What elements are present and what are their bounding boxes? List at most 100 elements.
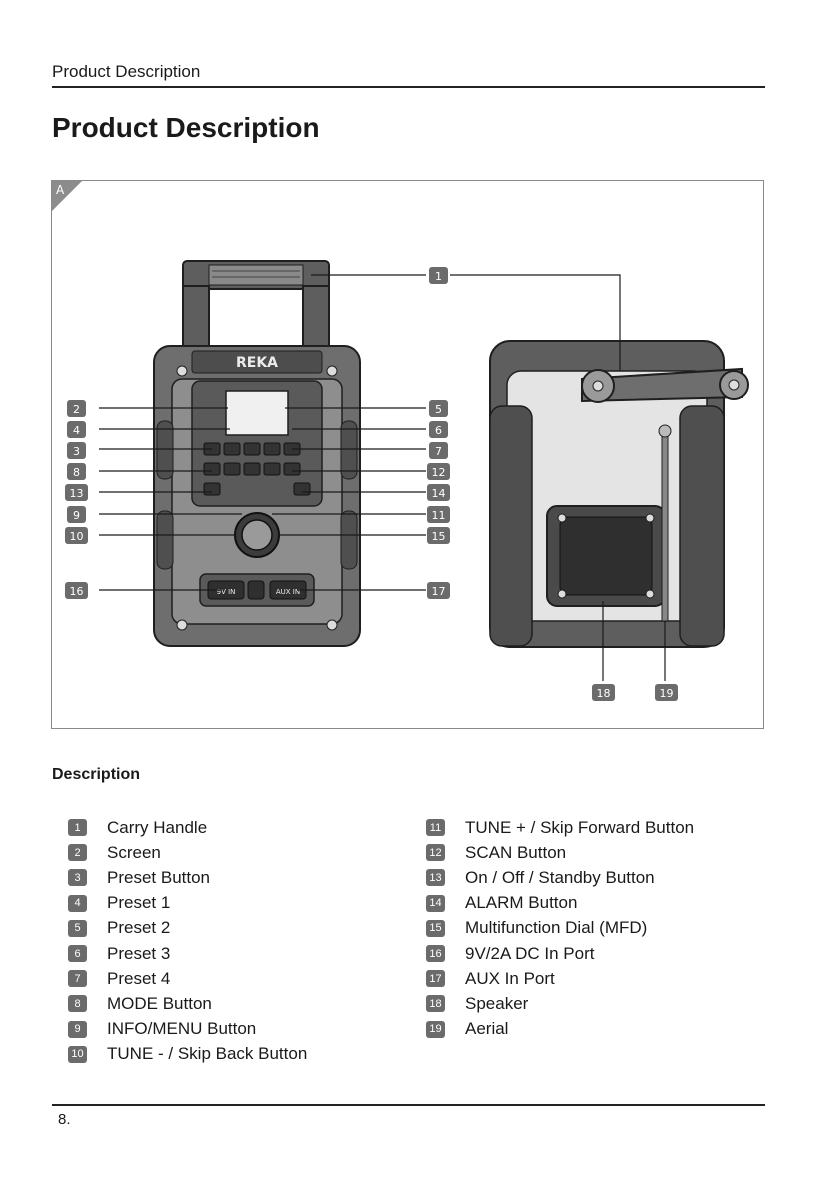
radio-illustration: A REKA [52, 181, 749, 701]
svg-text:6: 6 [435, 424, 442, 437]
description-heading: Description [52, 766, 141, 783]
item-number-badge: 9 [68, 1020, 87, 1038]
list-item: 9 INFO/MENU Button [68, 1017, 307, 1042]
header-rule [52, 86, 765, 88]
page-number: 8. [58, 1111, 71, 1128]
svg-text:7: 7 [435, 445, 442, 458]
item-number-badge: 2 [68, 844, 87, 862]
callout-10: 10 [65, 527, 88, 544]
callout-14: 14 [427, 484, 450, 501]
callout-6: 6 [429, 421, 448, 438]
item-label: TUNE + / Skip Forward Button [465, 817, 695, 837]
running-header: Product Description [52, 62, 201, 81]
item-number-badge: 16 [426, 945, 445, 963]
callout-18: 18 [592, 684, 615, 701]
list-item: 13 On / Off / Standby Button [426, 865, 694, 890]
page-title: Product Description [52, 112, 320, 143]
aerial [661, 430, 669, 622]
callout-3: 3 [67, 442, 86, 459]
callout-badges: 1 2 3 4 5 6 7 8 9 10 11 12 13 14 15 16 1… [65, 267, 678, 701]
callout-15: 15 [427, 527, 450, 544]
item-number-badge: 7 [68, 970, 87, 988]
svg-text:18: 18 [597, 687, 611, 700]
list-item: 17 AUX In Port [426, 966, 694, 991]
radio-side-view [489, 340, 749, 648]
figure-tag-label: A [56, 183, 65, 197]
callout-1: 1 [429, 267, 448, 284]
svg-text:9: 9 [73, 509, 80, 522]
item-number-badge: 3 [68, 869, 87, 887]
callout-7: 7 [429, 442, 448, 459]
radio-front-view: REKA 9 [153, 260, 361, 647]
aux-port-label: AUX IN [276, 588, 300, 596]
item-number-badge: 15 [426, 919, 445, 937]
item-number-badge: 5 [68, 919, 87, 937]
item-number-badge: 14 [426, 894, 445, 912]
item-label: SCAN Button [465, 842, 567, 862]
parts-list-right: 11 TUNE + / Skip Forward Button 12 SCAN Bu… [426, 815, 694, 1042]
svg-text:13: 13 [70, 487, 84, 500]
svg-text:14: 14 [432, 487, 446, 500]
callout-2: 2 [67, 400, 86, 417]
list-item: 15 Multifunction Dial (MFD) [426, 916, 694, 941]
item-label: MODE Button [107, 993, 212, 1013]
dc-port-label: 9V IN [217, 588, 236, 596]
callout-8: 8 [67, 463, 86, 480]
list-item: 6 Preset 3 [68, 941, 307, 966]
item-label: INFO/MENU Button [107, 1019, 257, 1039]
list-item: 8 MODE Button [68, 991, 307, 1016]
list-item: 5 Preset 2 [68, 916, 307, 941]
callout-19: 19 [655, 684, 678, 701]
svg-text:8: 8 [73, 466, 80, 479]
item-label: AUX In Port [465, 968, 555, 988]
item-label: Preset 4 [107, 968, 171, 988]
item-number-badge: 12 [426, 844, 445, 862]
item-number-badge: 13 [426, 869, 445, 887]
svg-text:15: 15 [432, 530, 446, 543]
item-number-badge: 6 [68, 945, 87, 963]
callout-17: 17 [427, 582, 450, 599]
item-number-badge: 11 [426, 819, 445, 837]
svg-text:12: 12 [432, 466, 446, 479]
list-item: 3 Preset Button [68, 865, 307, 890]
item-number-badge: 4 [68, 894, 87, 912]
item-number-badge: 18 [426, 995, 445, 1013]
item-number-badge: 8 [68, 995, 87, 1013]
item-label: Preset 3 [107, 943, 171, 963]
screen [225, 390, 289, 436]
footer-rule [52, 1104, 765, 1106]
list-item: 10 TUNE - / Skip Back Button [68, 1042, 307, 1067]
brand-logo: REKA [236, 355, 278, 371]
item-label: Preset 1 [107, 893, 171, 913]
svg-text:4: 4 [73, 424, 80, 437]
item-label: TUNE - / Skip Back Button [107, 1044, 308, 1064]
item-label: Multifunction Dial (MFD) [465, 918, 648, 938]
svg-text:17: 17 [432, 585, 446, 598]
item-number-badge: 17 [426, 970, 445, 988]
callout-4: 4 [67, 421, 86, 438]
item-label: Preset Button [107, 867, 211, 887]
item-number-badge: 10 [68, 1045, 87, 1063]
item-label: Carry Handle [107, 817, 208, 837]
item-label: Preset 2 [107, 918, 171, 938]
svg-text:5: 5 [435, 403, 442, 416]
callout-5: 5 [429, 400, 448, 417]
svg-text:1: 1 [435, 270, 442, 283]
item-label: Aerial [465, 1019, 509, 1039]
figure-tag [52, 181, 82, 211]
list-item: 7 Preset 4 [68, 966, 307, 991]
callout-13: 13 [65, 484, 88, 501]
svg-text:19: 19 [660, 687, 674, 700]
product-figure: A REKA [51, 180, 764, 729]
svg-text:2: 2 [73, 403, 80, 416]
item-label: 9V/2A DC In Port [465, 943, 595, 963]
item-label: On / Off / Standby Button [465, 867, 655, 887]
callout-16: 16 [65, 582, 88, 599]
svg-text:11: 11 [432, 509, 446, 522]
